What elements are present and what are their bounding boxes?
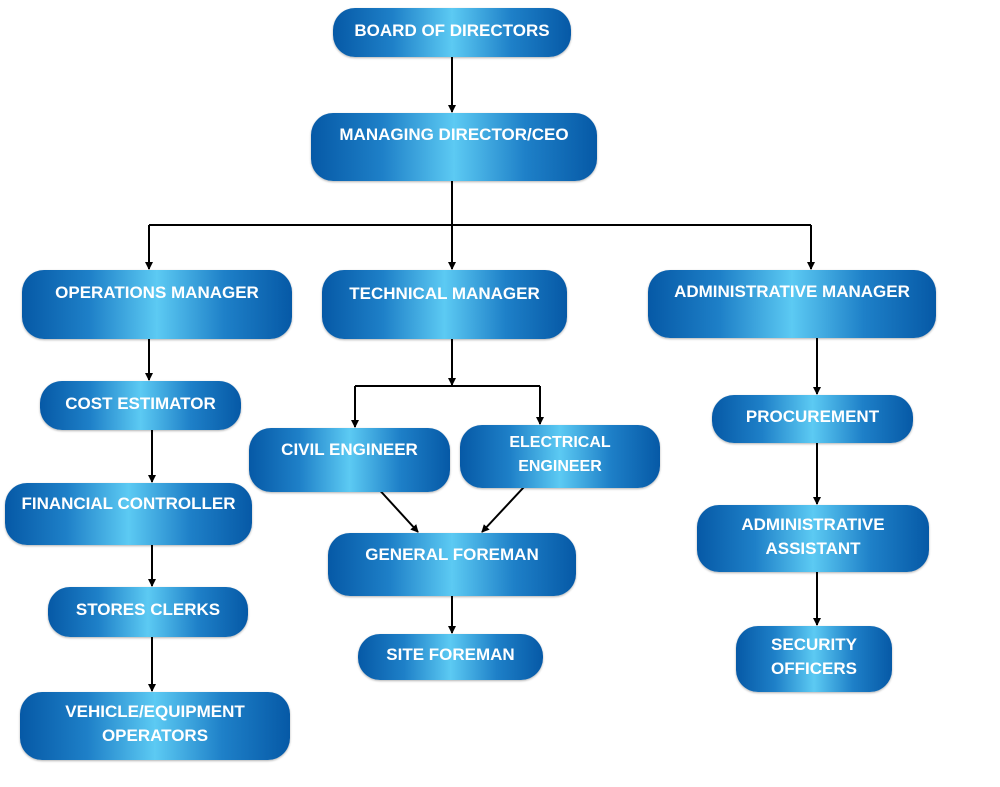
node-label: CIVIL ENGINEER (281, 440, 418, 459)
node-financial-controller: FINANCIAL CONTROLLER (5, 483, 252, 545)
node-label: TECHNICAL MANAGER (349, 283, 540, 303)
node-label: ADMINISTRATIVE (741, 514, 885, 534)
arrow-elec-general (481, 486, 525, 533)
node-label: BOARD OF DIRECTORS (354, 20, 550, 40)
node-electrical-engineer: ELECTRICAL ENGINEER (460, 425, 660, 488)
node-cost-estimator: COST ESTIMATOR (40, 381, 241, 430)
node-label: SECURITY (771, 635, 857, 654)
node-label: OFFICERS (771, 659, 857, 678)
node-label: ASSISTANT (765, 538, 861, 558)
node-procurement: PROCUREMENT (712, 395, 913, 443)
node-board-of-directors: BOARD OF DIRECTORS (333, 8, 571, 57)
node-label: ADMINISTRATIVE MANAGER (674, 282, 910, 301)
node-label: STORES CLERKS (75, 600, 221, 619)
node-security-officers: SECURITY OFFICERS (736, 626, 892, 692)
node-label: GENERAL FOREMAN (365, 544, 539, 564)
arrow-civil-general (374, 484, 419, 533)
node-civil-engineer: CIVIL ENGINEER (249, 428, 450, 492)
node-site-foreman: SITE FOREMAN (358, 634, 543, 680)
node-label: SITE FOREMAN (386, 645, 515, 664)
node-technical-manager: TECHNICAL MANAGER (322, 270, 567, 339)
node-managing-director: MANAGING DIRECTOR/CEO (311, 113, 597, 181)
node-administrative-assistant: ADMINISTRATIVE ASSISTANT (697, 505, 929, 572)
node-label: MANAGING DIRECTOR/CEO (339, 125, 569, 144)
node-administrative-manager: ADMINISTRATIVE MANAGER (648, 270, 936, 338)
node-general-foreman: GENERAL FOREMAN (328, 533, 576, 596)
node-label: OPERATIONS MANAGER (55, 282, 259, 302)
node-label: OPERATORS (101, 726, 209, 745)
node-label: VEHICLE/EQUIPMENT (65, 702, 245, 721)
node-vehicle-equipment-operators: VEHICLE/EQUIPMENT OPERATORS (20, 692, 290, 760)
node-label: ELECTRICAL (509, 433, 611, 451)
node-label: ENGINEER (518, 457, 602, 475)
node-label: FINANCIAL CONTROLLER (21, 494, 236, 513)
node-label: PROCUREMENT (745, 407, 880, 426)
node-stores-clerks: STORES CLERKS (48, 587, 248, 637)
node-label: COST ESTIMATOR (65, 393, 216, 413)
node-operations-manager: OPERATIONS MANAGER (22, 270, 292, 339)
